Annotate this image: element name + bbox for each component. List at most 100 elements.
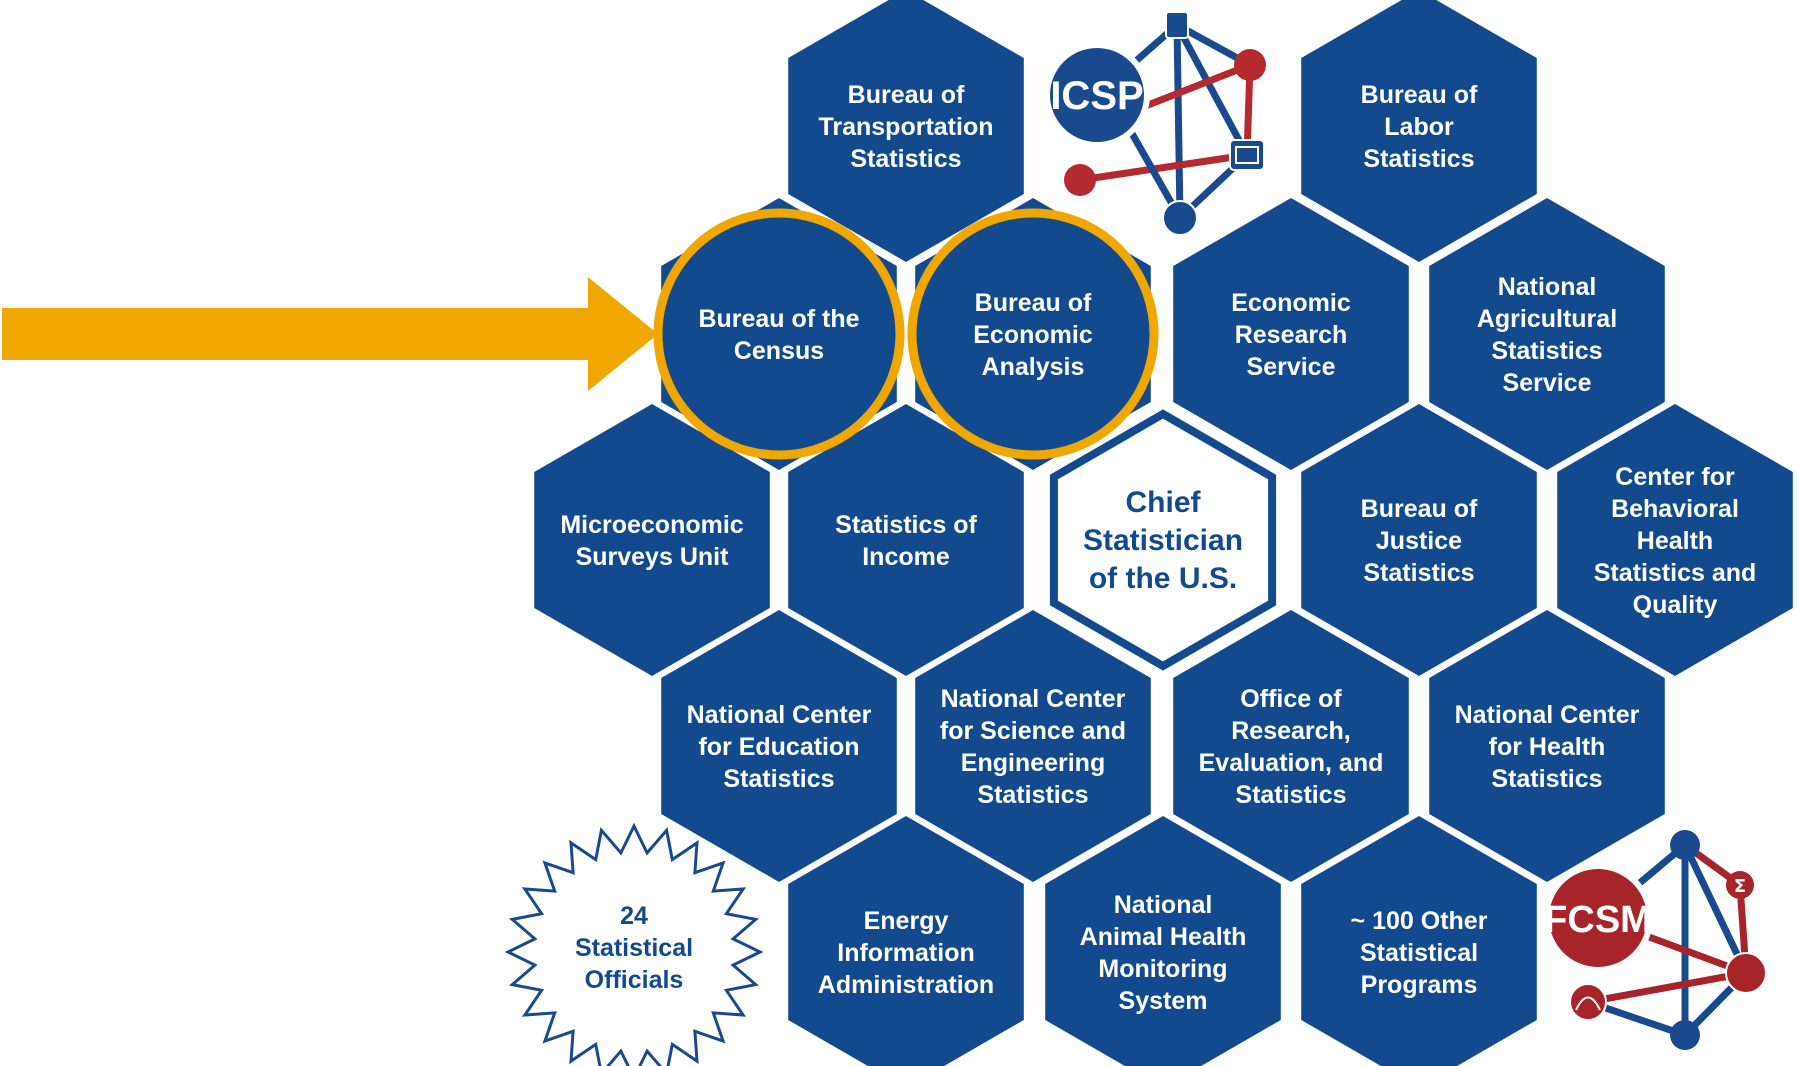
hex-national-animal-health-monitoring-system-shape bbox=[1045, 816, 1281, 1066]
hex-economic-research-service-label-line: Economic bbox=[1231, 289, 1351, 317]
hex-center-for-behavioral-health-statistics-and-quality-label-line: Health bbox=[1637, 527, 1713, 555]
hex-other-statistical-programs-label-line: Programs bbox=[1361, 971, 1478, 999]
hex-bureau-of-justice-statistics-label-line: Bureau of bbox=[1361, 495, 1478, 523]
hex-national-center-for-science-and-engineering-statistics-label-line: Statistics bbox=[977, 781, 1088, 809]
hex-center-for-behavioral-health-statistics-and-quality-label-line: Center for bbox=[1615, 463, 1735, 491]
hex-national-animal-health-monitoring-system-label-line: National bbox=[1114, 891, 1213, 919]
hex-bureau-of-labor-statistics-label-line: Labor bbox=[1384, 113, 1454, 141]
burst-line-3: Officials bbox=[585, 966, 684, 994]
highlight-circle-bea bbox=[907, 208, 1159, 460]
hex-economic-research-service-label-line: Service bbox=[1247, 353, 1336, 381]
hex-bureau-of-labor-statistics-label-line: Statistics bbox=[1363, 145, 1474, 173]
hex-microeconomic-surveys-unit-label-line: Microeconomic bbox=[560, 511, 743, 539]
hex-center-for-behavioral-health-statistics-and-quality-label-line: Quality bbox=[1633, 591, 1718, 619]
hex-energy-information-administration-label-line: Energy bbox=[864, 907, 949, 935]
hex-national-center-for-health-statistics-label-line: Statistics bbox=[1491, 765, 1602, 793]
hex-national-center-for-science-and-engineering-statistics-label-line: National Center bbox=[941, 685, 1126, 713]
hex-national-center-for-education-statistics-label-line: Statistics bbox=[723, 765, 834, 793]
hex-national-animal-health-monitoring-system-label-line: Monitoring bbox=[1098, 955, 1227, 983]
hex-bureau-of-economic-analysis-shape bbox=[915, 198, 1151, 470]
hex-national-agricultural-statistics-service-shape bbox=[1429, 198, 1665, 470]
hex-office-of-research-evaluation-and-statistics: Office of Research, Evaluation, andStatist… bbox=[1173, 610, 1409, 882]
highlight-circles bbox=[653, 208, 1159, 460]
hex-microeconomic-surveys-unit-shape bbox=[534, 404, 770, 676]
hex-national-agricultural-statistics-service-label-line: Statistics bbox=[1491, 337, 1602, 365]
hex-office-of-research-evaluation-and-statistics-label-line: Research, bbox=[1231, 717, 1351, 745]
hex-center-for-behavioral-health-statistics-and-quality-label-line: Behavioral bbox=[1611, 495, 1739, 523]
fcsm-logo-text: FCSM bbox=[1544, 899, 1652, 941]
hex-bureau-of-transportation-statistics-shape bbox=[788, 0, 1024, 262]
hex-bureau-of-the-census-shape bbox=[661, 198, 897, 470]
hex-bureau-of-economic-analysis-label-line: Analysis bbox=[982, 353, 1085, 381]
hex-bureau-of-transportation-statistics-label-line: Statistics bbox=[850, 145, 961, 173]
hex-bureau-of-transportation-statistics-label-line: Transportation bbox=[818, 113, 993, 141]
hex-chief-statistician-label-line: Chief bbox=[1126, 486, 1202, 519]
hex-national-agricultural-statistics-service-label-line: Service bbox=[1503, 369, 1592, 397]
hex-national-center-for-science-and-engineering-statistics-label-line: Engineering bbox=[961, 749, 1105, 777]
hex-office-of-research-evaluation-and-statistics-label-line: Statistics bbox=[1235, 781, 1346, 809]
hex-national-center-for-science-and-engineering-statistics-label-line: for Science and bbox=[940, 717, 1126, 745]
hex-bureau-of-economic-analysis-label-line: Economic bbox=[973, 321, 1093, 349]
hex-energy-information-administration-label-line: Administration bbox=[818, 971, 994, 999]
hex-national-animal-health-monitoring-system-label-line: Animal Health bbox=[1080, 923, 1247, 951]
hex-chief-statistician-shape bbox=[1049, 409, 1277, 671]
hex-bureau-of-labor-statistics-label-line: Bureau of bbox=[1361, 81, 1478, 109]
hex-office-of-research-evaluation-and-statistics-label-line: Office of bbox=[1240, 685, 1342, 713]
hex-statistics-of-income-shape bbox=[788, 404, 1024, 676]
hex-economic-research-service-shape bbox=[1173, 198, 1409, 470]
hex-national-center-for-education-statistics-label-line: National Center bbox=[687, 701, 872, 729]
hex-national-center-for-health-statistics-label-line: National Center bbox=[1455, 701, 1640, 729]
fcsm-logo: FCSM Σ bbox=[1543, 830, 1767, 1050]
hex-national-animal-health-monitoring-system-label-line: System bbox=[1119, 987, 1208, 1015]
hex-bureau-of-justice-statistics-shape bbox=[1301, 404, 1537, 676]
svg-text:Σ: Σ bbox=[1734, 876, 1746, 897]
hex-bureau-of-the-census-label-line: Census bbox=[734, 337, 824, 365]
hex-national-agricultural-statistics-service-label-line: Agricultural bbox=[1477, 305, 1617, 333]
hex-bureau-of-justice-statistics-label-line: Statistics bbox=[1363, 559, 1474, 587]
hex-bureau-of-labor-statistics-shape bbox=[1301, 0, 1537, 262]
hex-office-of-research-evaluation-and-statistics-shape bbox=[1173, 610, 1409, 882]
hex-other-statistical-programs-shape bbox=[1301, 816, 1537, 1066]
hex-national-center-for-education-statistics-label-line: for Education bbox=[698, 733, 859, 761]
hex-chief-statistician-label-line: Statistician bbox=[1083, 524, 1243, 557]
hex-bureau-of-transportation-statistics-label-line: Bureau of bbox=[848, 81, 965, 109]
hex-national-center-for-health-statistics-label-line: for Health bbox=[1489, 733, 1606, 761]
burst-line-1: 24 bbox=[620, 902, 648, 930]
hex-center-for-behavioral-health-statistics-and-quality-label-line: Statistics and bbox=[1594, 559, 1757, 587]
starburst-shape bbox=[504, 822, 764, 1066]
hex-bureau-of-the-census-label-line: Bureau of the bbox=[698, 305, 859, 333]
hex-energy-information-administration-shape bbox=[788, 816, 1024, 1066]
hex-office-of-research-evaluation-and-statistics-label-line: Evaluation, and bbox=[1199, 749, 1384, 777]
hex-national-center-for-education-statistics-shape bbox=[661, 610, 897, 882]
icsp-logo-text: ICSP bbox=[1050, 74, 1143, 118]
hex-chief-statistician-label-line: of the U.S. bbox=[1089, 562, 1237, 595]
highlight-circle-census bbox=[653, 208, 905, 460]
hex-other-statistical-programs-label-line: Statistical bbox=[1360, 939, 1478, 967]
hex-national-center-for-science-and-engineering-statistics-shape bbox=[915, 610, 1151, 882]
hexagon-grid: Bureau ofTransportationStatisticsBureau … bbox=[534, 0, 1793, 1066]
hex-statistics-of-income-label-line: Statistics of bbox=[835, 511, 977, 539]
hex-bureau-of-justice-statistics-label-line: Justice bbox=[1376, 527, 1462, 555]
hex-national-center-for-science-and-engineering-statistics: National Center for Science andEngineerin… bbox=[915, 610, 1151, 882]
hex-microeconomic-surveys-unit-label-line: Surveys Unit bbox=[576, 543, 730, 571]
pointer-arrow bbox=[2, 277, 658, 391]
hex-national-agricultural-statistics-service-label-line: National bbox=[1498, 273, 1597, 301]
burst-line-2: Statistical bbox=[575, 934, 693, 962]
hex-economic-research-service-label-line: Research bbox=[1235, 321, 1348, 349]
hex-center-for-behavioral-health-statistics-and-quality-shape bbox=[1557, 404, 1793, 676]
